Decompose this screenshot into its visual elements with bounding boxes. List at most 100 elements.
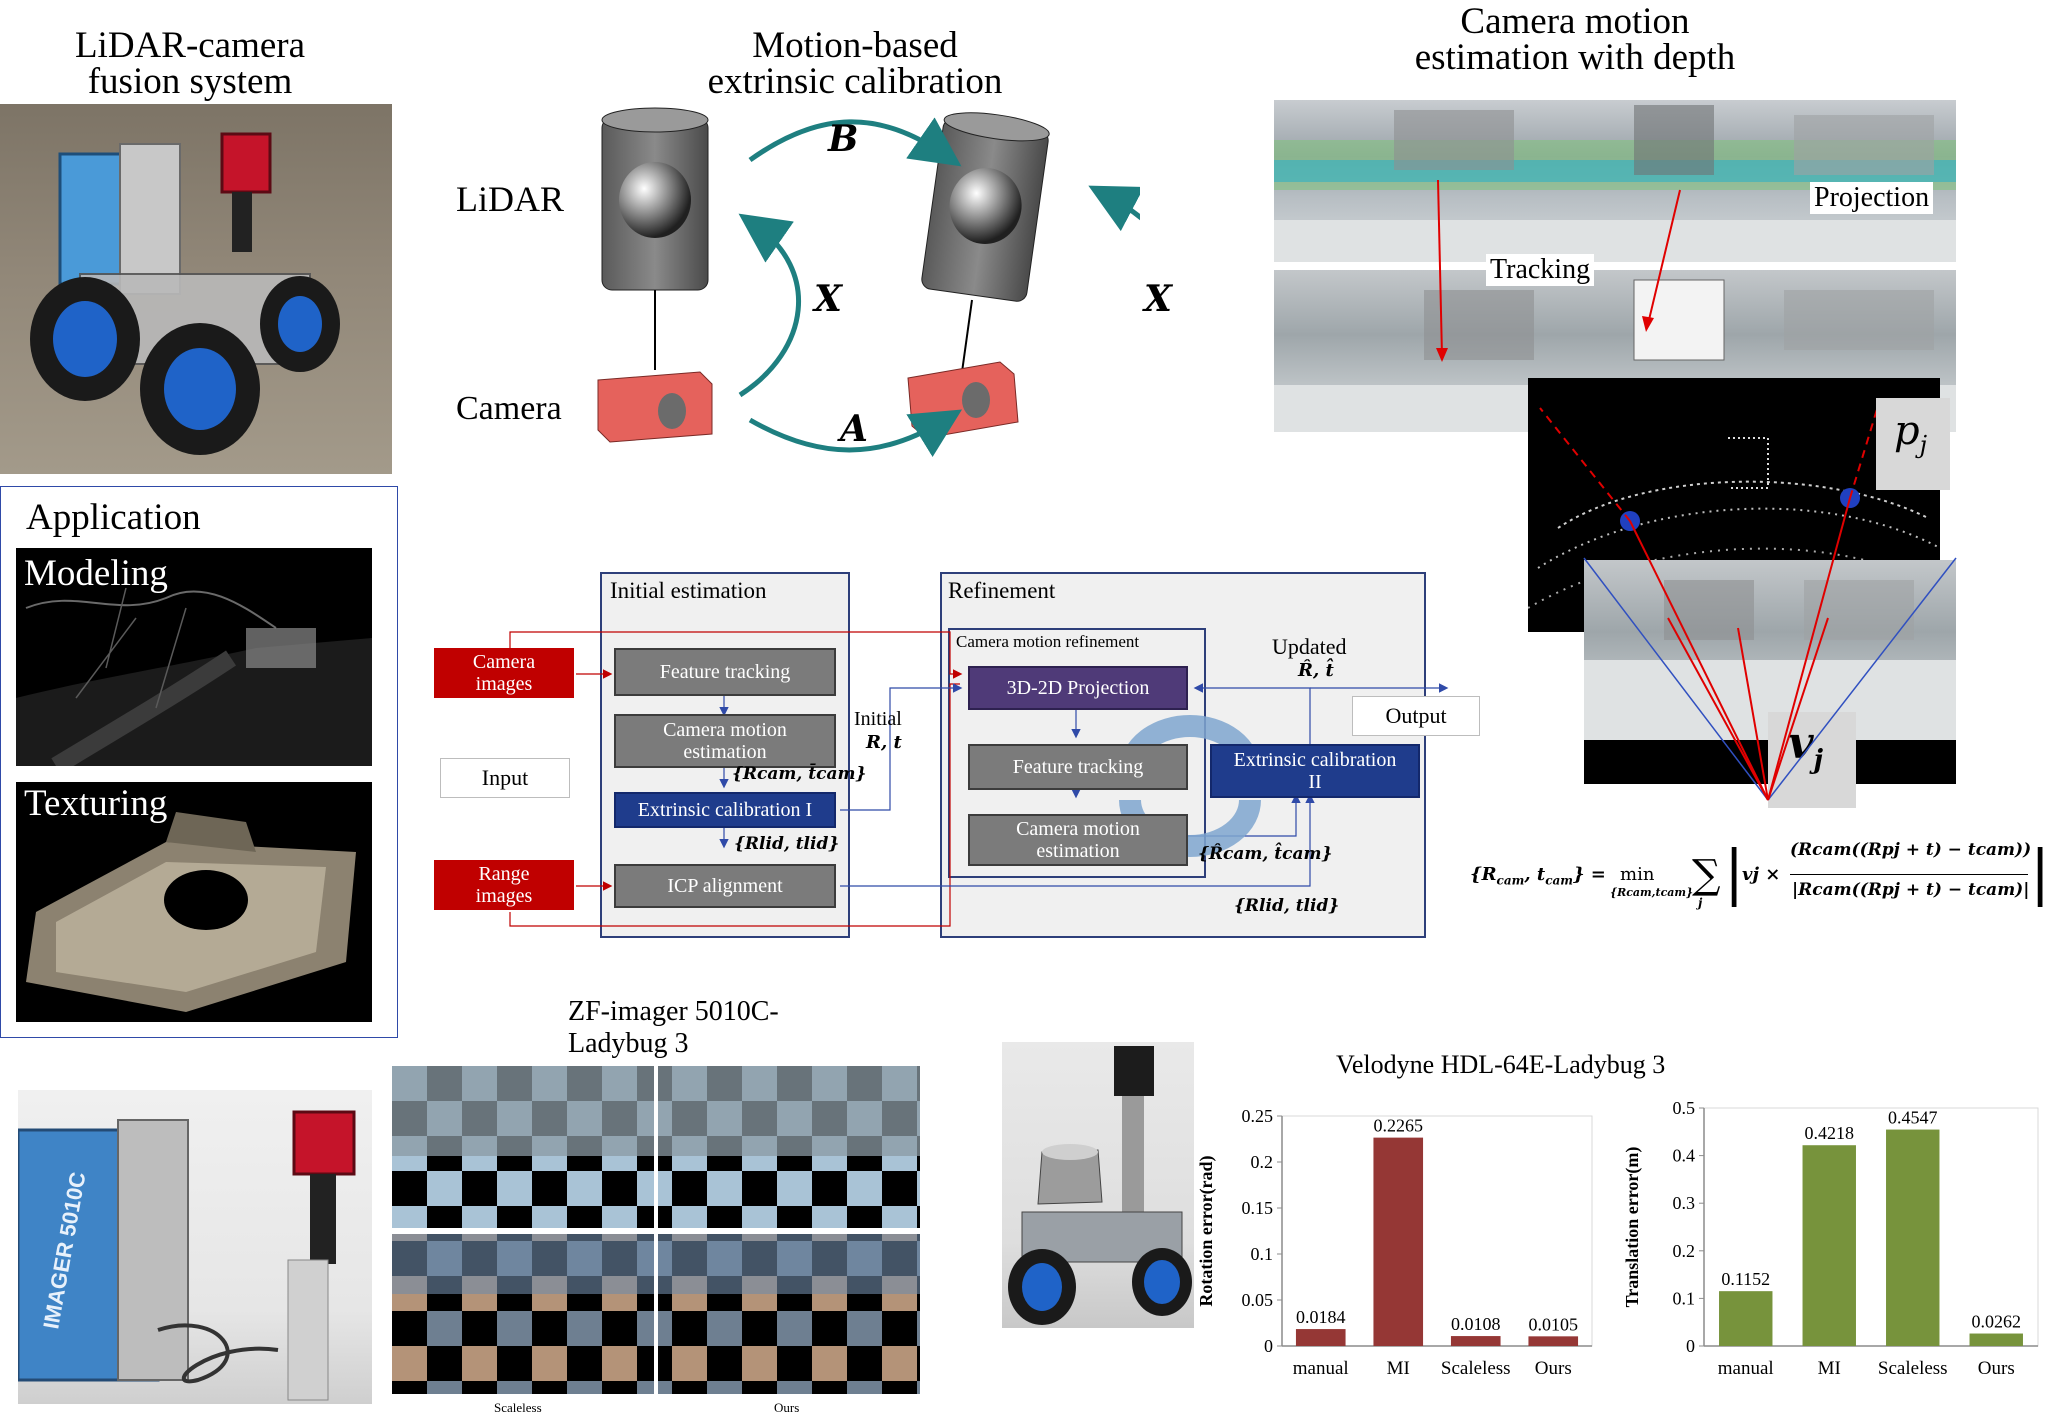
camera-images-box: Camera images xyxy=(434,648,574,698)
data-label: 0.1152 xyxy=(1721,1269,1770,1289)
camera-motion-estimation-1-box: Camera motion estimation xyxy=(614,714,836,768)
data-label: 0.0262 xyxy=(1972,1312,2022,1332)
lidar-left xyxy=(601,107,709,370)
lidar-right xyxy=(921,112,1050,302)
arrow-A xyxy=(748,409,963,458)
checker-top-right xyxy=(658,1066,920,1228)
bar-ours xyxy=(1969,1333,2023,1346)
velodyne-robot-illustration xyxy=(1008,1046,1192,1325)
formula-numerator: (Rcam((Rpj + t) − tcam)) xyxy=(1790,840,2032,860)
y-tick-label: 0 xyxy=(1686,1336,1695,1356)
x-tick-label: Scaleless xyxy=(1441,1358,1511,1379)
rcam-tcam-bar: {Rcam, t̄cam} xyxy=(732,764,867,784)
formula-vj-times: vj × xyxy=(1742,864,1781,885)
extrinsic-calibration-2-box: Extrinsic calibration II xyxy=(1210,744,1420,798)
y-axis-label: Translation error(m) xyxy=(1622,1147,1643,1308)
fusion-title: LiDAR-camera fusion system xyxy=(74,25,306,102)
sphere-panorama xyxy=(1584,560,1956,740)
initial-label: Initial xyxy=(854,708,902,730)
tracking-arrows xyxy=(1436,179,1681,362)
zf-title: ZF-imager 5010C- Ladybug 3 xyxy=(568,996,779,1059)
label-X-left: X xyxy=(814,278,842,320)
bar-scaleless xyxy=(1886,1129,1940,1346)
projection-panorama xyxy=(1274,100,1956,262)
scanner-photo: IMAGER 5010C xyxy=(18,1090,372,1404)
application-panel xyxy=(0,486,398,1038)
camera-depth-title: Camera motion estimation with depth xyxy=(1414,1,1736,78)
vj-subscript: j xyxy=(1813,744,1823,775)
y-tick-label: 0.3 xyxy=(1673,1193,1696,1213)
data-label: 0.4547 xyxy=(1888,1108,1938,1128)
y-tick-label: 0.25 xyxy=(1242,1106,1274,1126)
x-tick-label: manual xyxy=(1293,1358,1349,1379)
refinement-title: Refinement xyxy=(948,578,1056,603)
x-tick-label: Scaleless xyxy=(1878,1358,1948,1379)
formula-min: min xyxy=(1620,864,1655,885)
x-tick-label: Ours xyxy=(1535,1358,1572,1379)
tracking-label: Tracking xyxy=(1486,254,1595,286)
vj-box xyxy=(1768,712,1856,808)
checker-caption-left: Scaleless xyxy=(494,1400,542,1415)
y-tick-label: 0.05 xyxy=(1242,1290,1274,1310)
y-tick-label: 0.2 xyxy=(1251,1152,1274,1172)
projection-scene xyxy=(1274,105,1956,262)
initial-rt: R, t xyxy=(866,732,902,753)
projection-label: Projection xyxy=(1810,182,1934,214)
data-label: 0.4218 xyxy=(1805,1123,1855,1143)
formula-min-sub: {Rcam,tcam} xyxy=(1610,886,1694,899)
formula-denominator: |Rcam((Rpj + t) − tcam)| xyxy=(1792,880,2030,900)
checkerboard-comparison xyxy=(392,1066,920,1394)
updated-rt: R̂, t̂ xyxy=(1298,660,1334,681)
cost-formula: {Rcam, tcam} = min {Rcam,tcam} ∑ j | vj … xyxy=(1470,830,2050,920)
modeling-label: Modeling xyxy=(24,553,168,594)
camera-motion-estimation-2-box: Camera motion estimation xyxy=(968,814,1188,866)
modeling-image xyxy=(16,548,372,766)
pj-box xyxy=(1876,398,1950,490)
range-images-box: Range images xyxy=(434,860,574,910)
x-tick-label: Ours xyxy=(1978,1358,2015,1379)
output-box: Output xyxy=(1352,696,1480,736)
motion-calib-title: Motion-based extrinsic calibration xyxy=(707,25,1003,102)
bar-mi xyxy=(1802,1145,1856,1346)
checker-bottom-left xyxy=(392,1234,654,1394)
motion-calibration-diagram xyxy=(597,107,1140,458)
formula-fraction-line xyxy=(1790,874,2028,875)
feature-tracking-1-box: Feature tracking xyxy=(614,648,836,696)
y-tick-label: 0.1 xyxy=(1251,1244,1274,1264)
modeling-pointcloud xyxy=(16,587,372,766)
formula-bar-right: | xyxy=(2030,838,2051,908)
y-tick-label: 0.2 xyxy=(1673,1241,1696,1261)
label-A: A xyxy=(840,408,868,450)
robot-illustration xyxy=(30,132,340,455)
arrow-X-left xyxy=(738,213,802,398)
camera-label: Camera xyxy=(456,390,562,427)
ray-lines xyxy=(1583,497,1957,801)
x-tick-label: MI xyxy=(1387,1358,1410,1379)
velodyne-robot-photo xyxy=(1002,1042,1194,1328)
y-tick-label: 0.15 xyxy=(1242,1198,1274,1218)
input-box: Input xyxy=(440,758,570,798)
camera-motion-refinement-title: Camera motion refinement xyxy=(956,632,1140,651)
bar-scaleless xyxy=(1450,1336,1501,1346)
rotation-error-chart: 00.050.10.150.20.250.0184manual0.2265MI0… xyxy=(1196,1106,1593,1379)
formula-sum-sub: j xyxy=(1698,896,1703,910)
data-label: 0.2265 xyxy=(1374,1116,1424,1136)
projection-3d2d-box: 3D-2D Projection xyxy=(968,666,1188,710)
pj-label: pj xyxy=(1894,408,1927,459)
y-tick-label: 0.4 xyxy=(1673,1146,1696,1166)
camera-right xyxy=(907,361,1019,439)
bar-manual xyxy=(1295,1329,1346,1346)
formula-sum: ∑ xyxy=(1692,852,1721,898)
label-B: B xyxy=(828,118,859,160)
x-tick-label: MI xyxy=(1818,1358,1841,1379)
y-tick-label: 0.1 xyxy=(1673,1288,1696,1308)
lidar-label: LiDAR xyxy=(456,179,564,219)
label-X-right: X xyxy=(1144,278,1172,320)
pj-subscript: j xyxy=(1919,431,1928,459)
data-label: 0.0184 xyxy=(1296,1307,1346,1327)
rlid-tlid-1: {Rlid, tlid} xyxy=(734,834,840,854)
texturing-image xyxy=(16,782,372,1022)
bar-ours xyxy=(1528,1336,1579,1346)
initial-estimation-title: Initial estimation xyxy=(610,578,767,603)
feature-tracking-2-box: Feature tracking xyxy=(968,744,1188,790)
